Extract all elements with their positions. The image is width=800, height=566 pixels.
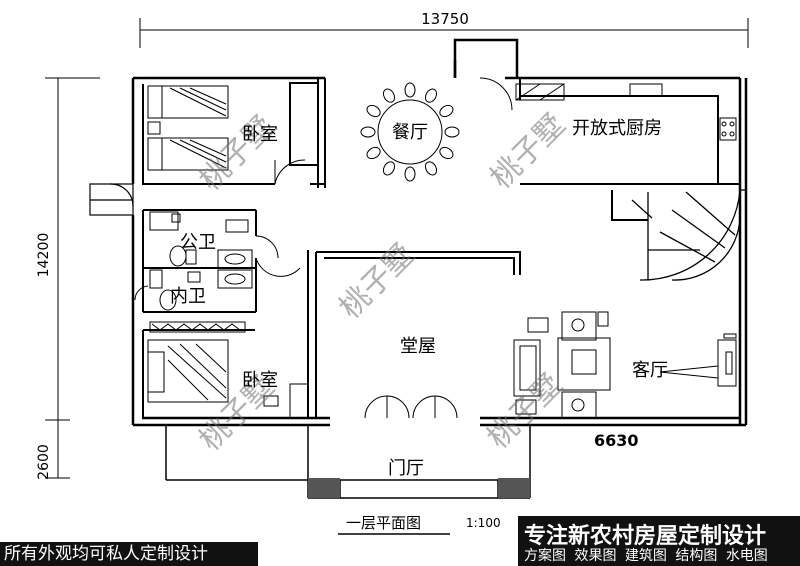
dining-chair (424, 161, 438, 176)
dimension-lines (45, 18, 749, 479)
watermark: 桃子墅 (481, 367, 569, 455)
room-label-bedroom-top: 卧室 (242, 124, 278, 145)
watermark: 桃子墅 (484, 107, 572, 195)
dim-porch-depth: 2600 (36, 444, 52, 480)
room-label-foyer: 门厅 (388, 458, 424, 479)
service-item: 水电图 (725, 548, 768, 564)
dim-living-width: 6630 (594, 431, 639, 450)
dining-table (360, 82, 460, 182)
dining-chair (366, 146, 381, 160)
room-label-kitchen: 开放式厨房 (572, 118, 662, 139)
side-steps (89, 183, 134, 216)
service-item: 方案图 (524, 548, 566, 564)
room-label-public-bath: 公卫 (180, 232, 216, 253)
watermarks: 桃子墅 桃子墅 桃子墅 桃子墅 桃子墅 (193, 107, 572, 457)
column-right (498, 478, 530, 498)
dim-total-depth: 14200 (36, 233, 52, 278)
dim-total-width: 13750 (421, 10, 469, 28)
service-item: 效果图 (574, 548, 617, 564)
dining-chair (404, 82, 416, 98)
dining-chair (424, 88, 438, 103)
column-left (308, 478, 340, 498)
dining-chair (444, 126, 460, 138)
dining-chair (366, 104, 381, 118)
room-label-bedroom-bottom: 卧室 (242, 370, 278, 391)
banner-right-services: 方案图 效果图 建筑图 结构图 水电图 (524, 545, 768, 565)
dining-chair (439, 146, 454, 160)
room-label-living: 客厅 (632, 360, 668, 381)
dining-chair (360, 126, 376, 138)
spiral-stair (631, 189, 746, 281)
banner-left: 所有外观均可私人定制设计 (0, 542, 258, 566)
dining-chair (382, 161, 396, 176)
room-label-main-hall: 堂屋 (400, 336, 436, 357)
bath-fixtures (149, 211, 253, 311)
service-item: 结构图 (675, 548, 718, 564)
dining-chair (404, 166, 416, 182)
plan-title: 一层平面图 (346, 514, 421, 532)
kitchen-fixtures (515, 83, 737, 141)
outer-walls (131, 38, 748, 427)
bed-bottom (147, 321, 309, 419)
bed-top (147, 85, 229, 171)
dining-chair (382, 88, 396, 103)
door-swings (134, 77, 513, 419)
plan-scale: 1:100 (466, 516, 501, 530)
interior-walls (142, 78, 740, 418)
service-item: 建筑图 (624, 548, 667, 564)
room-label-inner-bath: 内卫 (170, 286, 206, 307)
living-furniture (513, 311, 737, 419)
porch (165, 425, 531, 499)
room-label-dining: 餐厅 (392, 122, 428, 143)
watermark: 桃子墅 (333, 237, 421, 325)
banner-right-title: 专注新农村房屋定制设计 (524, 524, 767, 549)
dining-chair (439, 104, 454, 118)
banner-right: 专注新农村房屋定制设计 方案图 效果图 建筑图 结构图 水电图 (518, 516, 800, 566)
